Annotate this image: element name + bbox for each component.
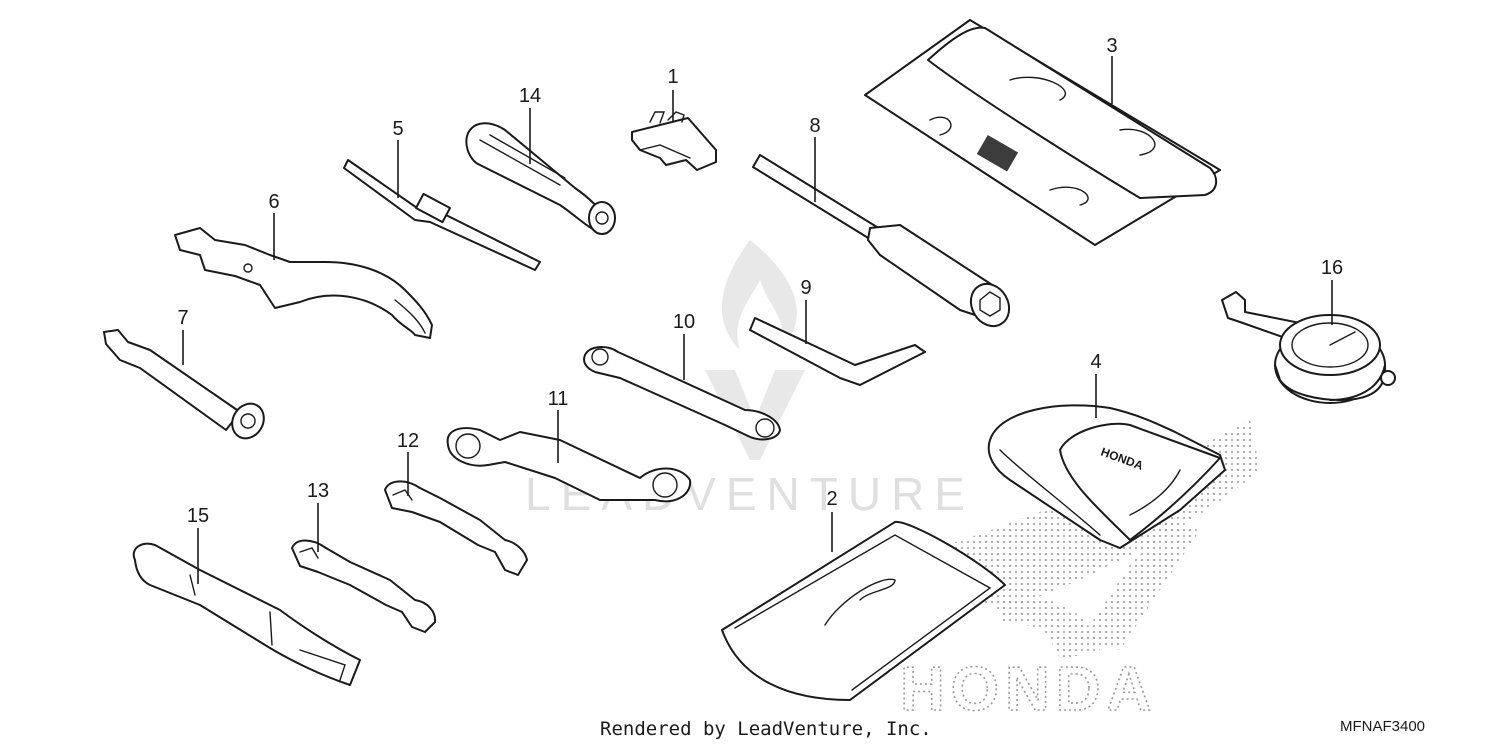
ratchet-wrench-11 xyxy=(446,427,692,503)
tool-pouch: HONDA xyxy=(987,404,1226,549)
callout-numbers: 1 2 3 4 5 6 7 8 9 10 11 12 13 15 14 16 xyxy=(177,35,1343,527)
callout-8: 8 xyxy=(809,115,820,137)
hex-key xyxy=(749,317,926,386)
leader-lines xyxy=(182,56,1333,584)
hook-spanner xyxy=(174,227,433,339)
callout-5: 5 xyxy=(392,118,403,140)
callout-6: 6 xyxy=(268,191,279,213)
screwdriver-bit xyxy=(343,159,541,271)
callout-7: 7 xyxy=(177,307,188,329)
tire-pressure-gauge xyxy=(1221,291,1396,404)
callout-3: 3 xyxy=(1106,35,1117,57)
callout-1: 1 xyxy=(667,66,678,88)
open-end-wrench-13 xyxy=(291,539,437,633)
callout-12: 12 xyxy=(397,430,419,452)
callout-9: 9 xyxy=(800,277,811,299)
screwdriver-handle xyxy=(465,122,616,235)
callout-10: 10 xyxy=(673,311,695,333)
ring-wrench-10 xyxy=(583,346,781,441)
open-end-wrench-12 xyxy=(384,480,528,576)
callout-4: 4 xyxy=(1090,351,1101,373)
callout-2: 2 xyxy=(826,488,837,510)
honda-watermark-text: HONDA xyxy=(900,655,1157,724)
wrench-handle xyxy=(132,542,361,686)
manual-pouch xyxy=(721,520,1006,701)
fuse-puller xyxy=(631,111,717,171)
tool-bag xyxy=(864,19,1221,246)
callout-16: 16 xyxy=(1321,257,1343,279)
render-credit: Rendered by LeadVenture, Inc. xyxy=(600,718,932,740)
callout-15: 15 xyxy=(187,505,209,527)
socket-extension xyxy=(103,329,265,440)
callout-13: 13 xyxy=(307,480,329,502)
callout-14: 14 xyxy=(519,85,541,107)
callout-11: 11 xyxy=(548,388,569,410)
diagram-code: MFNAF3400 xyxy=(1340,718,1426,735)
spark-plug-wrench xyxy=(752,154,1011,328)
